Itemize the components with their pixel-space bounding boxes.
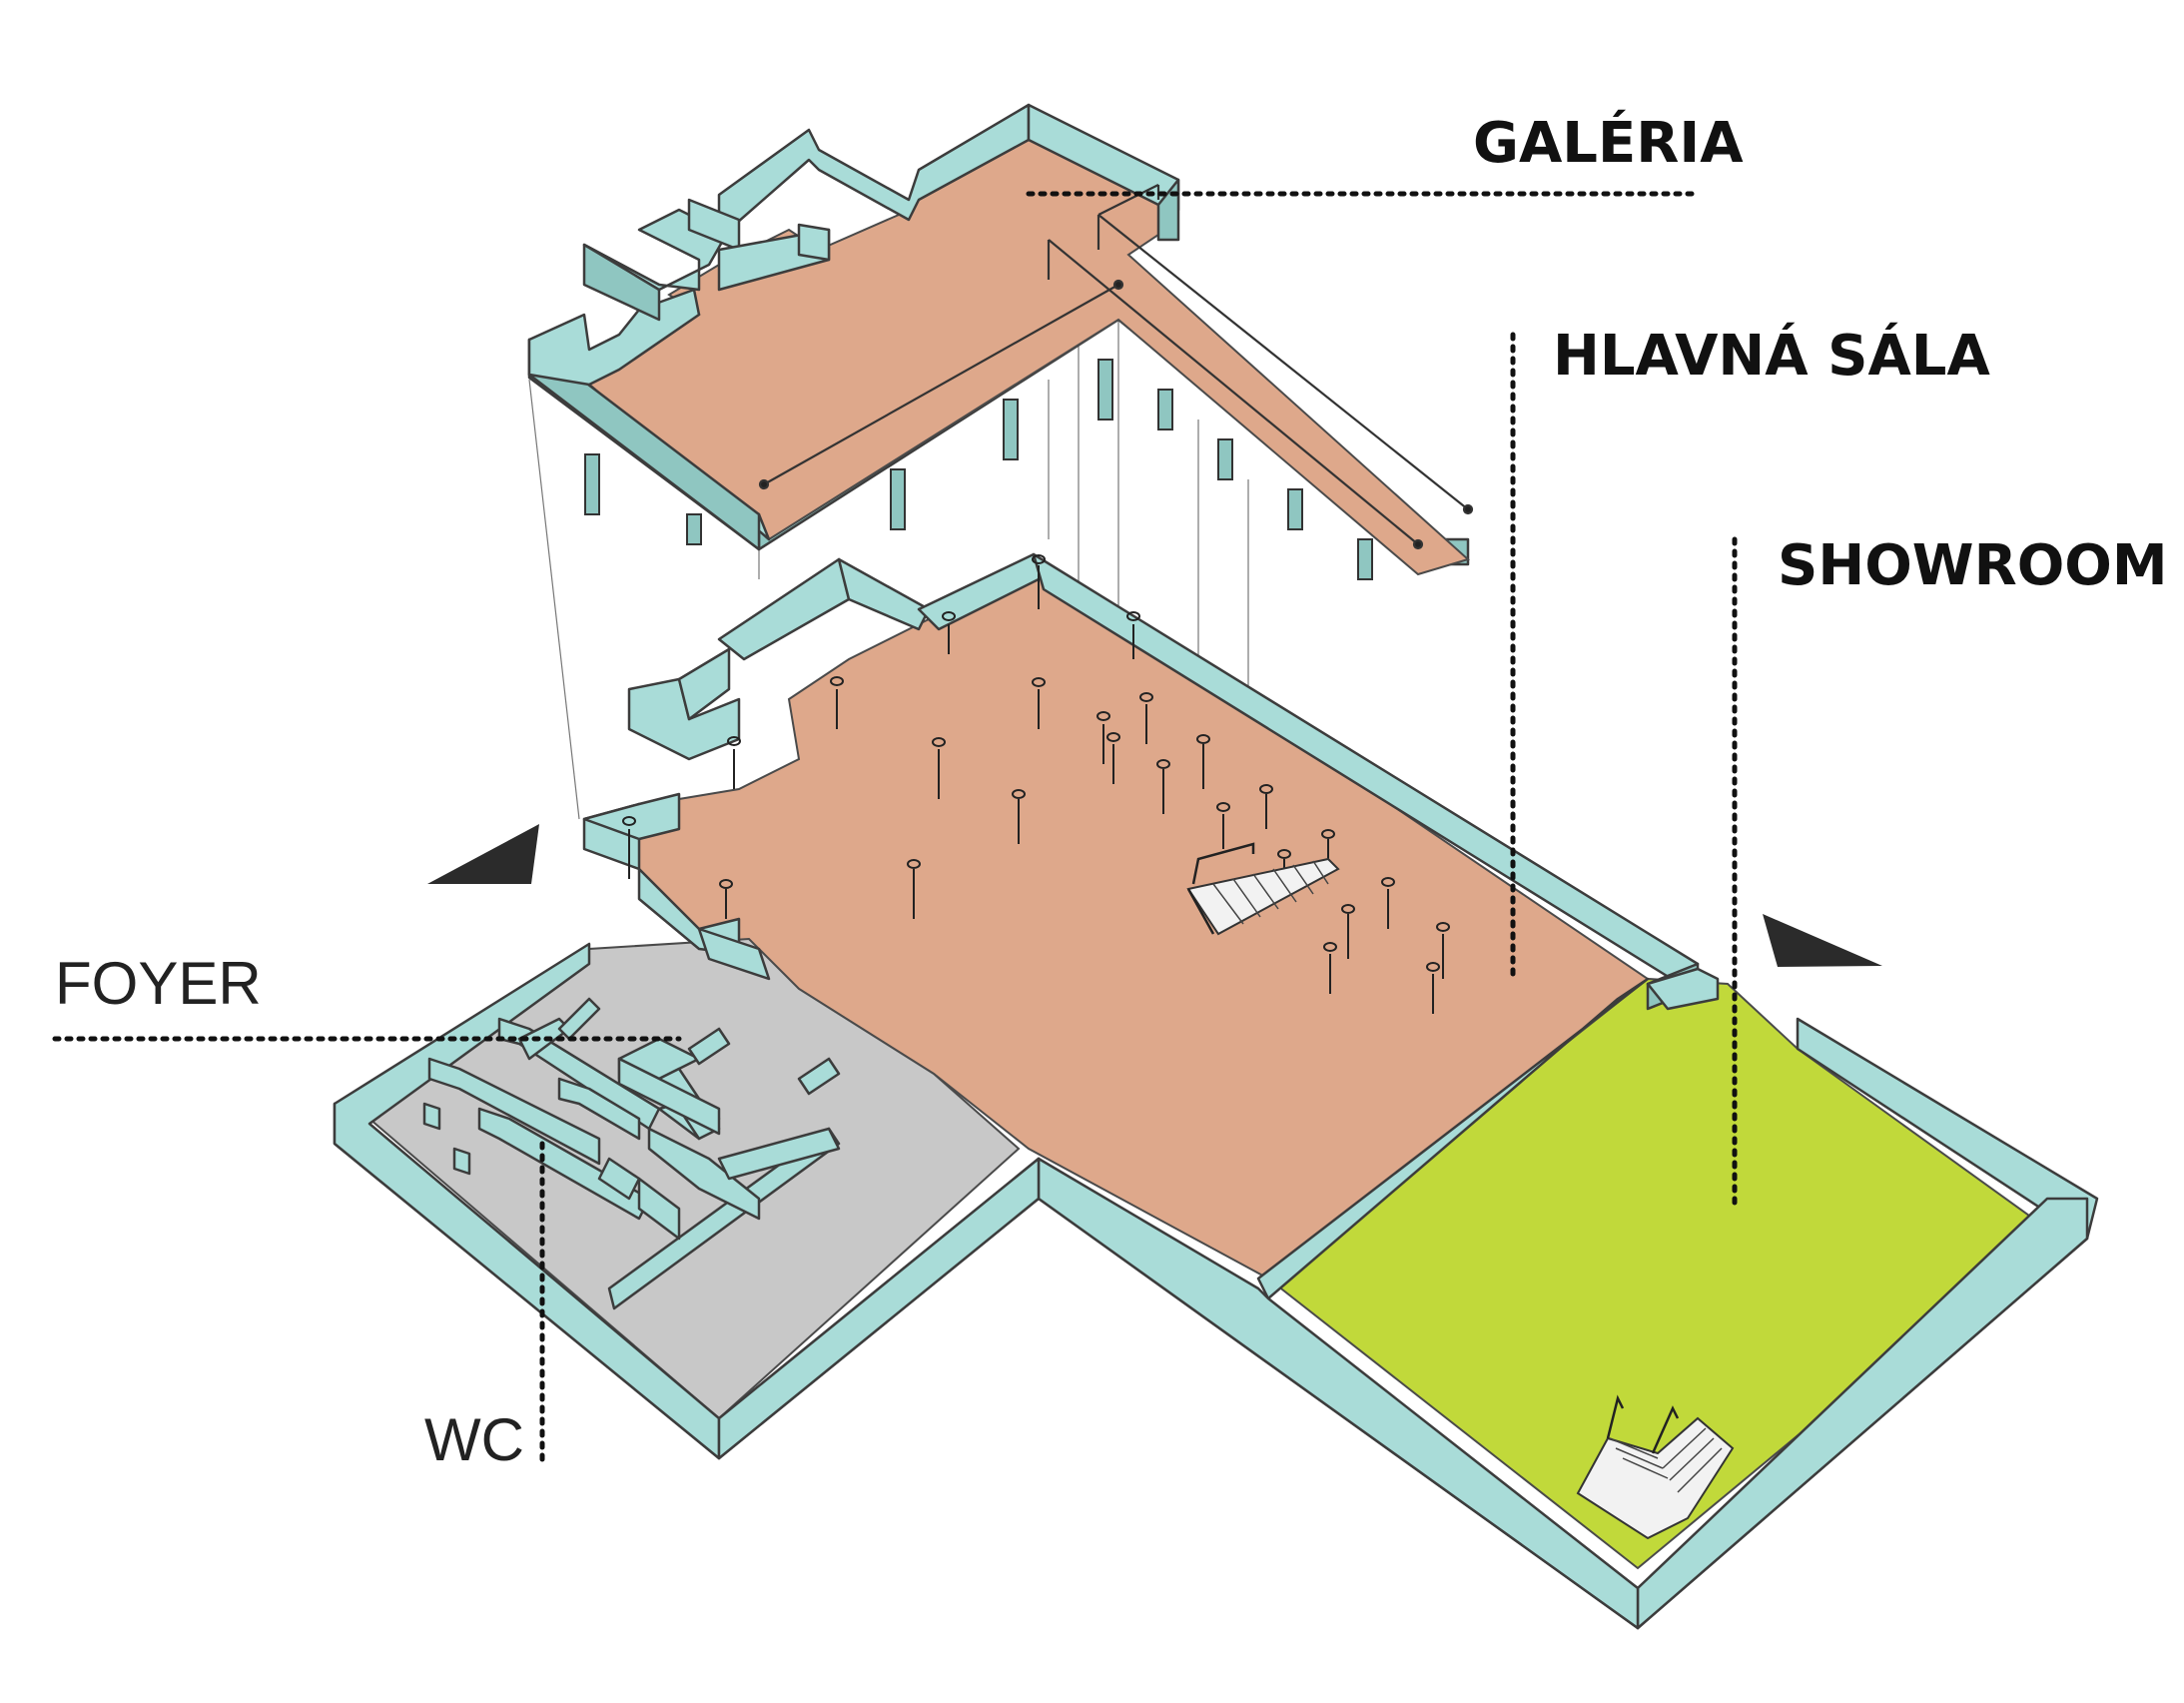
gallery-ramp-railings — [758, 184, 1474, 550]
label-showroom-text: SHOWROOM — [1778, 533, 2168, 598]
label-galeria-text: GALÉRIA — [1473, 110, 1744, 176]
label-galeria: GALÉRIA — [1026, 110, 1744, 197]
label-hlavna-sala-text: HLAVNÁ SÁLA — [1553, 324, 1990, 389]
label-hlavna-sala: HLAVNÁ SÁLA — [1510, 324, 1990, 977]
entrance-arrow-west — [427, 824, 539, 884]
label-wc-text: WC — [424, 1406, 524, 1473]
entrance-arrow-east — [1763, 914, 1882, 967]
hall-columns — [622, 554, 1450, 1014]
gallery-level — [527, 103, 1474, 820]
hall-staircase — [1186, 842, 1340, 936]
label-showroom: SHOWROOM — [1732, 533, 2168, 1212]
gallery-columns — [584, 359, 1373, 580]
showroom-staircase — [1576, 1394, 1735, 1540]
label-foyer: FOYER — [52, 950, 682, 1042]
gallery-walls — [527, 103, 1180, 551]
ground-level — [333, 552, 2099, 1630]
label-foyer-text: FOYER — [55, 950, 262, 1017]
label-wc: WC — [424, 1141, 545, 1473]
